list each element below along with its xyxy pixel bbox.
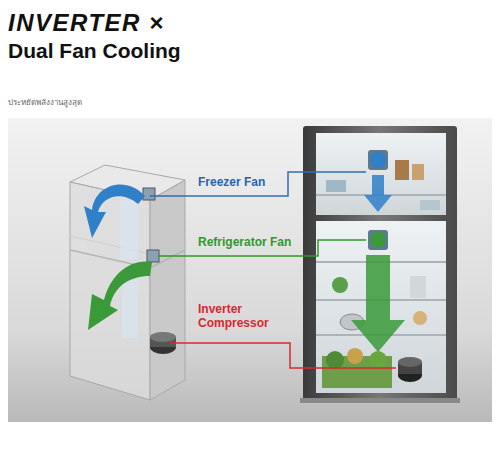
callout-label: Inverter Compressor (198, 302, 284, 331)
background-panel (8, 118, 492, 422)
schematic-fridge (70, 165, 185, 400)
freezer-fan-leader (150, 172, 366, 196)
subtitle-note: ประหยัดพลังงานสูงสุด (8, 96, 208, 109)
callout-label: Refrigerator Fan (198, 235, 291, 249)
compressor-leader (170, 343, 396, 368)
title-heading: INVERTER × Dual Fan Cooling (8, 8, 198, 64)
callout-label: Freezer Fan (198, 175, 265, 189)
refrigerator-photo (300, 126, 460, 403)
